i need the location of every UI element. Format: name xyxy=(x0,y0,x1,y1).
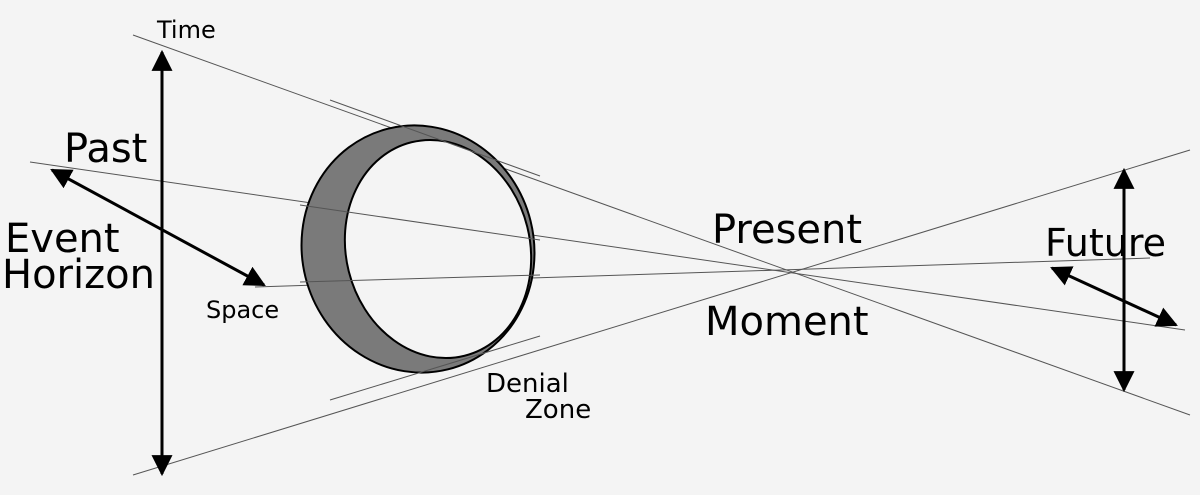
label-moment: Moment xyxy=(705,299,869,345)
label-time: Time xyxy=(156,16,216,44)
label-past: Past xyxy=(64,126,147,172)
space-axis-arrow xyxy=(50,168,266,287)
label-space: Space xyxy=(206,296,279,324)
label-present: Present xyxy=(712,207,862,253)
denial-zone-ring xyxy=(299,99,541,401)
future-space-arrow xyxy=(1050,266,1178,327)
label-denial: Denial xyxy=(486,369,569,399)
cone-line-past xyxy=(29,161,1186,331)
cone-lines xyxy=(29,34,1191,476)
cone-line-top xyxy=(132,34,1191,416)
label-future: Future xyxy=(1045,221,1166,265)
ring-inner xyxy=(343,138,533,360)
label-horizon: Horizon xyxy=(2,252,155,298)
label-event: Event xyxy=(5,216,120,262)
cone-line-bottom xyxy=(132,149,1191,476)
label-zone: Zone xyxy=(525,395,591,425)
